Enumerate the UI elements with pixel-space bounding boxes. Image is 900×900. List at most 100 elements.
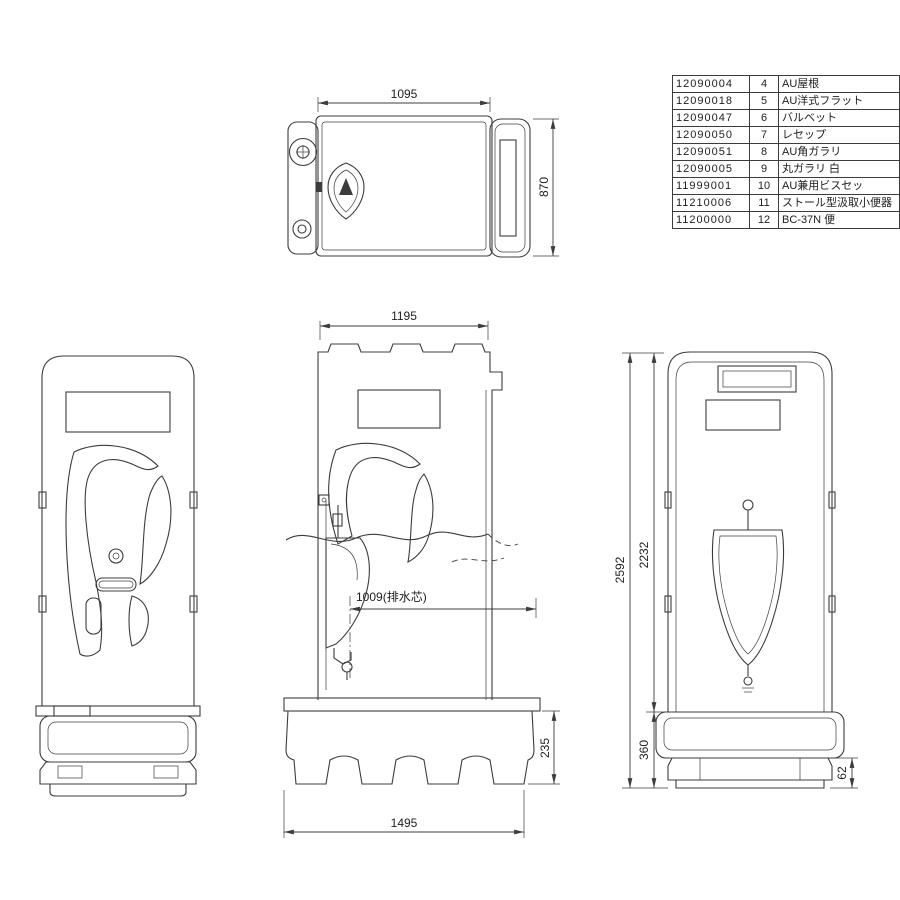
part-no: 11 [749,194,779,212]
drain-outlet [341,661,353,673]
part-name: 丸ガラリ 白 [778,160,900,178]
front-hinge-right-top [828,491,836,509]
dim-skid-clearance-label: 62 [835,766,849,780]
dim-top-width: 1095 [317,87,491,112]
dim-base-length-label: 1495 [391,816,418,830]
table-row: 12090047 6 バルベット [672,109,900,127]
dim-body-height-label: 2232 [637,541,651,568]
urinal-bracket [318,494,330,506]
front-hinge-left-bottom [664,595,672,613]
roof-outline [315,115,493,257]
rear-hinge-right-top [189,491,198,509]
part-no: 9 [749,160,779,178]
front-frame-inner [675,361,825,712]
roof-vent-mark [339,178,353,195]
flush-valve-front [742,499,754,511]
side-teardrop-emboss [407,473,434,563]
rear-skid-lip [49,784,187,797]
rear-base-rim [35,705,201,717]
table-row: 12090005 9 丸ガラリ 白 [672,160,900,178]
side-view: 1195 1009(排水芯) 235 [283,309,560,838]
top-louver [499,139,517,237]
pipe-cap-outer [292,219,312,239]
part-code: 12090047 [672,109,750,127]
table-row: 11999001 10 AU兼用ビスセッ [672,177,900,195]
rear-skid [39,761,197,785]
front-skid-lip [675,780,825,789]
rear-pill-emboss [85,597,102,635]
part-code: 12090004 [672,75,750,93]
dim-side-width-label: 1195 [391,309,417,323]
part-no: 4 [749,75,779,93]
part-no: 6 [749,109,779,127]
urinal-trap [333,648,352,665]
table-row: 12090018 5 AU洋式フラット [672,92,900,110]
table-row: 12090050 7 レセップ [672,126,900,144]
urinal-profile [325,537,370,649]
dim-drain-center: 1009(排水芯) [350,590,537,618]
section-break-dashed-2 [451,557,505,563]
dim-top-depth: 870 [533,118,559,257]
front-hinge-left-top [664,491,672,509]
dim-base-height-label: 235 [538,738,552,758]
dim-base-length: 1495 [283,790,525,838]
parts-table: 12090004 4 AU屋根 12090018 5 AU洋式フラット 1209… [672,75,900,229]
top-view: 1095 870 [287,87,559,258]
rear-hinge-left-top [38,491,47,509]
part-no: 10 [749,177,779,195]
front-skid [667,757,833,781]
dim-top-depth-label: 870 [537,177,551,197]
rear-base-grate [53,705,91,717]
part-code: 12090018 [672,92,750,110]
front-sign-window [717,365,797,393]
roof-latch-mark [316,182,322,192]
part-name: BC-37N 便 [778,211,900,229]
part-code: 12090050 [672,126,750,144]
front-louver [705,399,781,431]
urinal-drain-front [743,676,753,686]
rear-louver [65,391,171,433]
rear-button-emboss [108,548,124,564]
rear-hinge-right-bottom [189,595,198,613]
front-view: 2592 2232 360 62 [613,351,858,789]
rear-slot-emboss [95,577,137,592]
dim-under-height: 360 [637,712,657,788]
table-row: 11210006 11 ストール型汲取小便器 [672,194,900,212]
part-name: AU角ガラリ [778,143,900,161]
front-tank [655,711,845,759]
side-base-molding [285,710,535,785]
part-name: ストール型汲取小便器 [778,194,900,212]
dim-top-width-label: 1095 [391,87,418,101]
rear-teardrop-emboss [139,475,172,585]
part-code: 11999001 [672,177,750,195]
urinal-front [711,529,785,666]
side-swoosh-emboss [328,442,421,545]
roof-shield-emboss [327,162,365,220]
pipe-cap-inner [297,224,307,234]
dim-total-height-label: 2592 [613,556,627,583]
side-body-outline [317,343,503,700]
dim-under-height-label: 360 [637,740,651,760]
table-row: 12090051 8 AU角ガラリ [672,143,900,161]
part-code: 12090005 [672,160,750,178]
part-no: 8 [749,143,779,161]
flush-valve-side [332,513,343,527]
front-hinge-right-bottom [828,595,836,613]
part-no: 12 [749,211,779,229]
top-door-bracket [489,118,531,258]
front-body-outline [667,351,833,712]
part-name: AU兼用ビスセッ [778,177,900,195]
part-no: 7 [749,126,779,144]
part-name: レセップ [778,126,900,144]
part-no: 5 [749,92,779,110]
side-louver [357,389,441,429]
dim-base-height: 235 [528,710,560,785]
rear-swoosh-emboss [65,444,159,657]
rear-tank [39,715,197,763]
part-code: 11210006 [672,194,750,212]
dim-side-width: 1195 [319,309,489,340]
top-hinge-bracket [287,121,319,255]
table-row: 11200000 12 BC-37N 便 [672,211,900,229]
